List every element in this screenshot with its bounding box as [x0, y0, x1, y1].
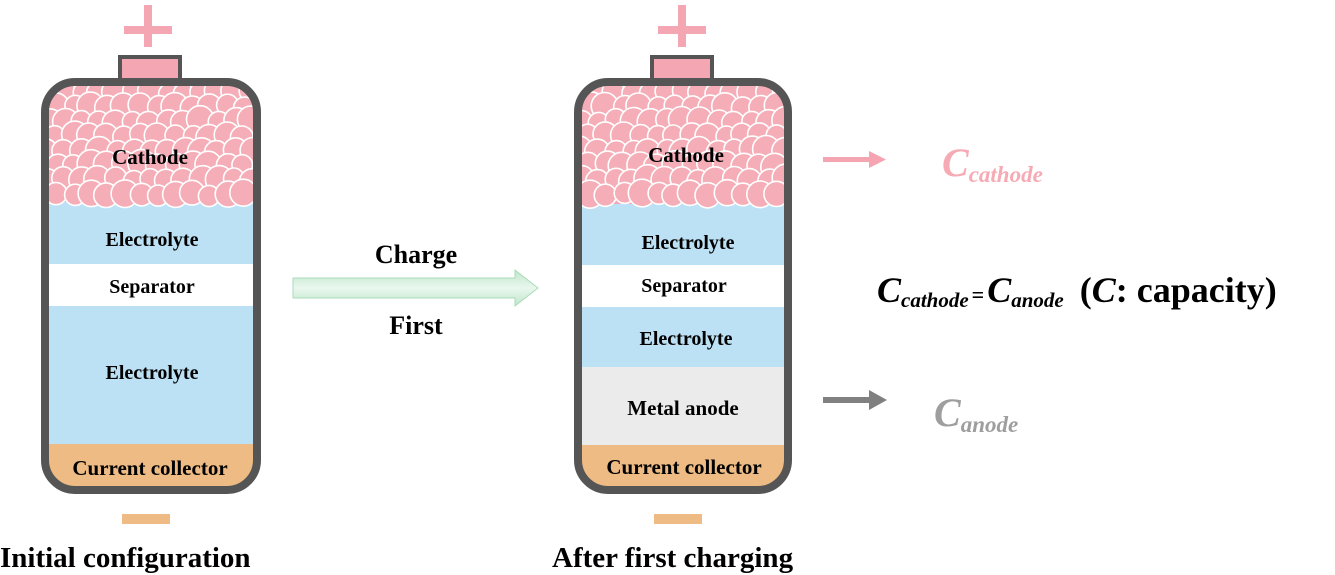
- cathode-particles: [45, 82, 257, 209]
- electrolyte-label: Electrolyte: [106, 229, 199, 251]
- battery-casing: [574, 78, 792, 494]
- minus-icon: [122, 514, 170, 524]
- cathode-label: Cathode: [112, 145, 188, 169]
- first-label: First: [389, 311, 443, 340]
- current-collector-label: Current collector: [72, 456, 227, 480]
- current-collector-layer: [45, 444, 257, 490]
- separator-label: Separator: [109, 276, 195, 298]
- minus-icon: [654, 514, 702, 524]
- plus-icon: [124, 5, 172, 47]
- current-collector-label: Current collector: [606, 455, 761, 479]
- separator-layer: [45, 264, 257, 306]
- right-caption: After first charging: [552, 542, 794, 574]
- metal-anode-label: Metal anode: [627, 396, 738, 420]
- electrolyte-label: Electrolyte: [106, 362, 199, 384]
- electrolyte-label: Electrolyte: [642, 232, 735, 254]
- capacity-equation: Ccathode=Canode(C: capacity): [877, 270, 1277, 312]
- separator-label: Separator: [641, 275, 727, 297]
- electrolyte-label: Electrolyte: [640, 328, 733, 350]
- separator-layer: [578, 265, 788, 307]
- anode-capacity-arrow: [823, 390, 887, 410]
- cathode-label: Cathode: [648, 143, 724, 167]
- plus-icon: [658, 5, 706, 47]
- cathode-capacity-symbol: Ccathode: [942, 140, 1043, 187]
- cathode-particle: [763, 180, 788, 208]
- left-caption: Initial configuration: [0, 542, 251, 574]
- charge-arrow: [292, 268, 539, 308]
- electrolyte-layer-bottom: [578, 307, 788, 367]
- electrolyte-layer-top: [578, 195, 788, 265]
- cathode-capacity-arrow: [823, 151, 886, 168]
- anode-capacity-symbol: Canode: [934, 390, 1018, 437]
- cathode-particle: [229, 178, 257, 207]
- battery-casing: [41, 78, 261, 494]
- charge-label: Charge: [375, 240, 457, 269]
- right-battery-cell: Cathode Electrolyte Separator Electrolyt…: [552, 5, 794, 574]
- current-collector-layer: [578, 445, 788, 490]
- cathode-particles: [578, 82, 788, 209]
- electrolyte-layer-bottom: [45, 306, 257, 446]
- metal-anode-layer: [578, 367, 788, 445]
- left-battery-cell: Cathode Electrolyte Separator Electrolyt…: [0, 5, 261, 574]
- cathode-particle: [593, 183, 618, 208]
